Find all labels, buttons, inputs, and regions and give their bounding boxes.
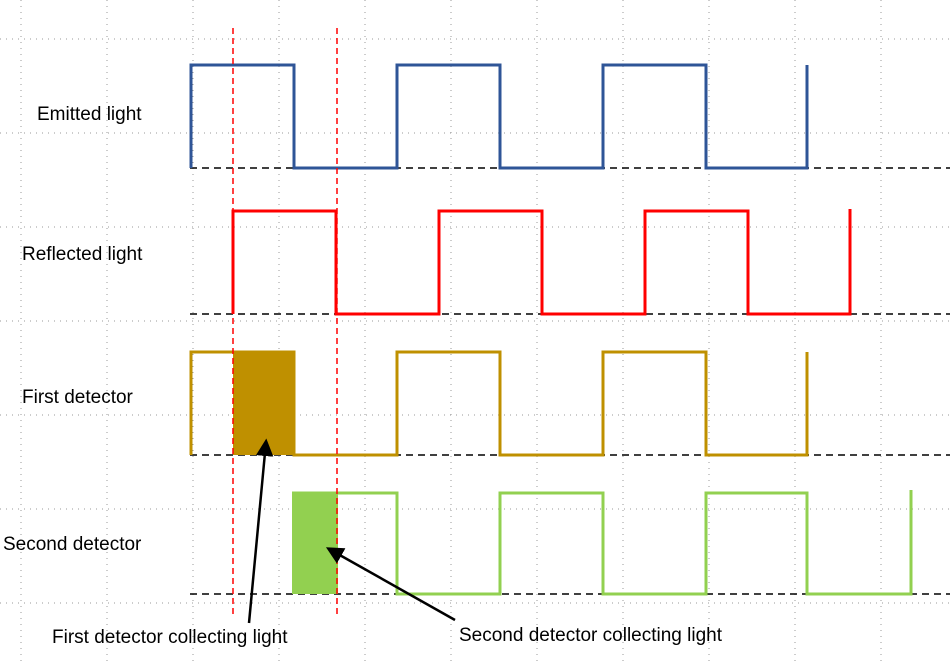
row-label-second-detector: Second detector: [3, 534, 142, 555]
first-detector-waveform: [189, 350, 809, 457]
row-label-reflected-light: Reflected light: [22, 244, 143, 265]
emitted-light-waveform: [189, 63, 809, 170]
row-label-first-detector: First detector: [22, 387, 134, 408]
reflected-light-waveform: [231, 209, 852, 316]
first-detector-callout-label: First detector collecting light: [52, 627, 288, 648]
second-detector-waveform: [292, 490, 913, 596]
marker-lines: [232, 28, 338, 615]
first-detector-collecting-window: [233, 352, 295, 455]
second-detector-collecting-window: [292, 493, 338, 594]
row-label-emitted-light: Emitted light: [37, 104, 142, 125]
second-detector-callout-arrow: [325, 547, 456, 622]
second-detector-callout-label: Second detector collecting light: [459, 625, 723, 646]
first-detector-callout-arrow: [247, 438, 274, 624]
